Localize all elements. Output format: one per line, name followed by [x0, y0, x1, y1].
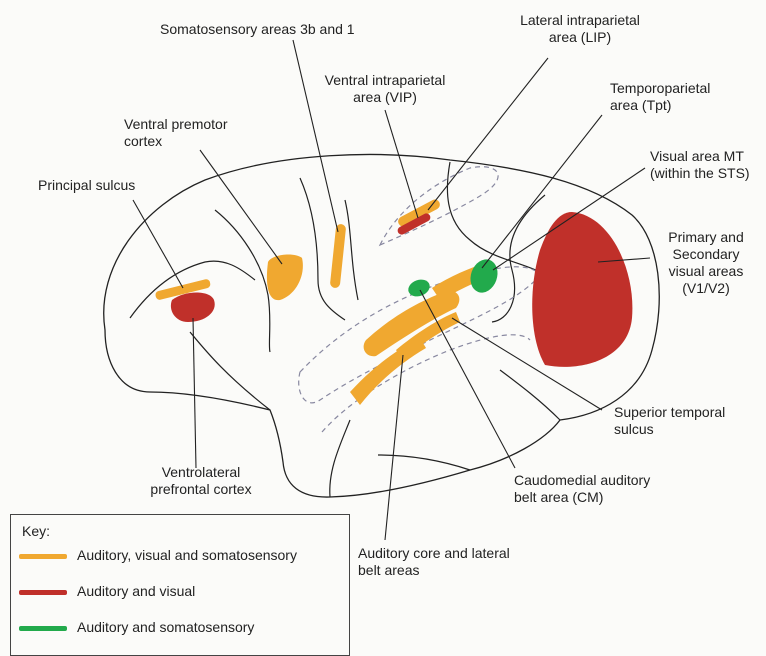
cm-area	[406, 277, 432, 300]
legend-swatch-red	[19, 590, 67, 595]
sulcus-banks	[299, 167, 540, 432]
label-principal: Principal sulcus	[38, 177, 135, 194]
premotor-area	[267, 255, 303, 301]
mt-area	[466, 256, 502, 297]
brain-diagram: Somatosensory areas 3b and 1 Lateral int…	[0, 0, 766, 638]
label-cm-line1: Caudomedial auditory	[514, 472, 650, 489]
label-v1v2-line3: visual areas	[650, 263, 762, 280]
label-vip-line1: Ventral intraparietal	[310, 72, 460, 89]
label-vip-line2: area (VIP)	[310, 89, 460, 106]
label-vlpfc: Ventrolateral prefrontal cortex	[132, 464, 270, 498]
label-v1v2-line1: Primary and	[650, 229, 762, 246]
label-cm: Caudomedial auditory belt area (CM)	[514, 472, 650, 506]
v1v2-area	[532, 212, 632, 367]
legend-swatch-orange	[19, 554, 67, 559]
label-mt: Visual area MT (within the STS)	[650, 148, 750, 182]
legend-box: Key: Auditory, visual and somatosensory …	[10, 514, 350, 656]
legend-label-green: Auditory and somatosensory	[77, 619, 254, 635]
label-v1v2-line2: Secondary	[650, 246, 762, 263]
label-tpt: Temporoparietal area (Tpt)	[610, 80, 710, 114]
label-tpt-line2: area (Tpt)	[610, 97, 710, 114]
legend-swatch-green	[19, 626, 67, 631]
label-vlpfc-line1: Ventrolateral	[132, 464, 270, 481]
areas	[155, 198, 633, 405]
legend-label-red: Auditory and visual	[77, 583, 195, 599]
label-sts-line2: sulcus	[614, 421, 725, 438]
label-core: Auditory core and lateral belt areas	[358, 545, 510, 579]
label-lip-line2: area (LIP)	[520, 29, 640, 46]
label-v1v2-line4: (V1/V2)	[650, 280, 762, 297]
label-sts: Superior temporal sulcus	[614, 404, 725, 438]
label-sts-line1: Superior temporal	[614, 404, 725, 421]
label-core-line2: belt areas	[358, 562, 510, 579]
somatosensory-area	[330, 224, 347, 289]
label-lip-line1: Lateral intraparietal	[520, 12, 640, 29]
label-core-line1: Auditory core and lateral	[358, 545, 510, 562]
label-somatosensory: Somatosensory areas 3b and 1	[160, 21, 355, 38]
label-premotor-line1: Ventral premotor	[124, 116, 228, 133]
vlpfc-area	[171, 293, 215, 323]
label-cm-line2: belt area (CM)	[514, 489, 650, 506]
label-v1v2: Primary and Secondary visual areas (V1/V…	[650, 229, 762, 297]
label-vip: Ventral intraparietal area (VIP)	[310, 72, 460, 106]
label-premotor-line2: cortex	[124, 133, 228, 150]
label-premotor: Ventral premotor cortex	[124, 116, 228, 150]
label-mt-line1: Visual area MT	[650, 148, 750, 165]
legend-title: Key:	[22, 523, 50, 539]
lateral-belt-strip-2	[350, 338, 426, 405]
label-tpt-line1: Temporoparietal	[610, 80, 710, 97]
label-vlpfc-line2: prefrontal cortex	[132, 481, 270, 498]
label-lip: Lateral intraparietal area (LIP)	[520, 12, 640, 46]
sulci	[130, 162, 560, 497]
legend-label-orange: Auditory, visual and somatosensory	[77, 547, 297, 563]
label-mt-line2: (within the STS)	[650, 165, 750, 182]
